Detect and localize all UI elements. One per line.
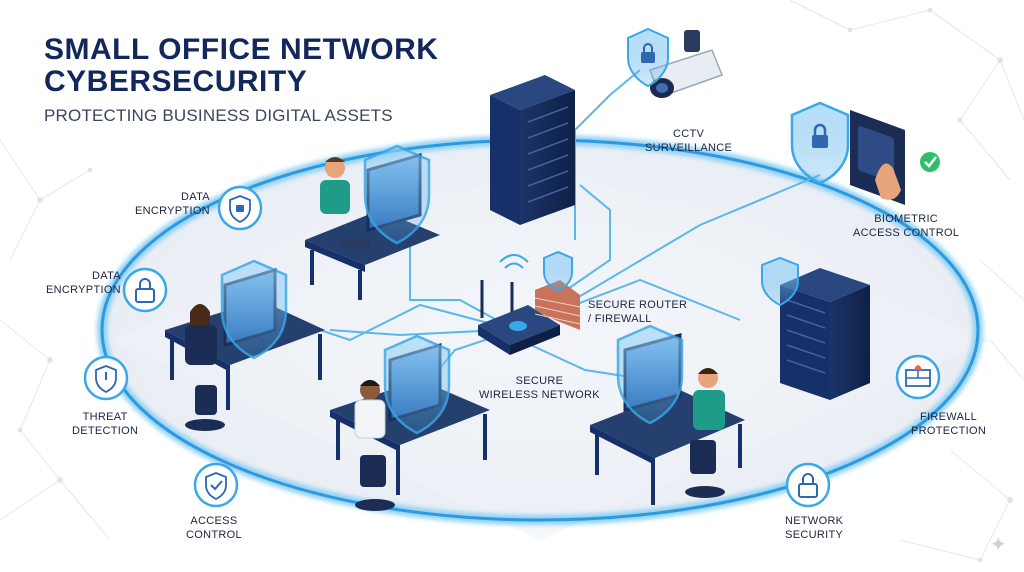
badge-threat-detection — [83, 355, 129, 401]
workstation-left — [165, 259, 325, 431]
badge-data-encryption-top — [217, 185, 263, 231]
badge-firewall-protection — [895, 354, 941, 400]
badge-data-encryption-mid — [122, 267, 168, 313]
label-router-firewall: SECURE ROUTER / FIREWALL — [588, 299, 688, 325]
label-data-encryption-top: DATA ENCRYPTION — [135, 191, 210, 217]
sparkle-icon: ✦ — [990, 534, 1007, 556]
workstation-center — [330, 334, 490, 511]
badge-access-control — [193, 462, 239, 508]
page-subtitle: PROTECTING BUSINESS DIGITAL ASSETS — [44, 106, 393, 125]
label-cctv: CCTV SURVEILLANCE — [645, 128, 733, 154]
label-access-control: ACCESS CONTROL — [186, 515, 242, 541]
badge-network-security — [785, 462, 831, 508]
label-secure-wireless: SECURE WIRELESS NETWORK — [479, 375, 600, 401]
label-threat-detection: THREAT DETECTION — [72, 411, 139, 437]
label-data-encryption-mid: DATA ENCRYPTION — [46, 270, 121, 296]
page-title: SMALL OFFICE NETWORK CYBERSECURITY — [44, 34, 438, 98]
biometric-scanner-icon — [790, 101, 940, 205]
title-line-2: CYBERSECURITY — [44, 65, 308, 98]
label-network-security: NETWORK SECURITY — [785, 515, 844, 541]
title-line-1: SMALL OFFICE NETWORK — [44, 33, 439, 66]
brick-firewall-icon — [534, 250, 581, 330]
workstation-top — [305, 144, 440, 300]
server-rack-left — [490, 75, 575, 225]
label-firewall-protection: FIREWALL PROTECTION — [911, 411, 987, 437]
workstation-right — [590, 324, 745, 505]
server-rack-right — [761, 256, 870, 400]
label-biometric: BIOMETRIC ACCESS CONTROL — [853, 213, 960, 239]
cctv-camera-icon — [627, 27, 723, 98]
